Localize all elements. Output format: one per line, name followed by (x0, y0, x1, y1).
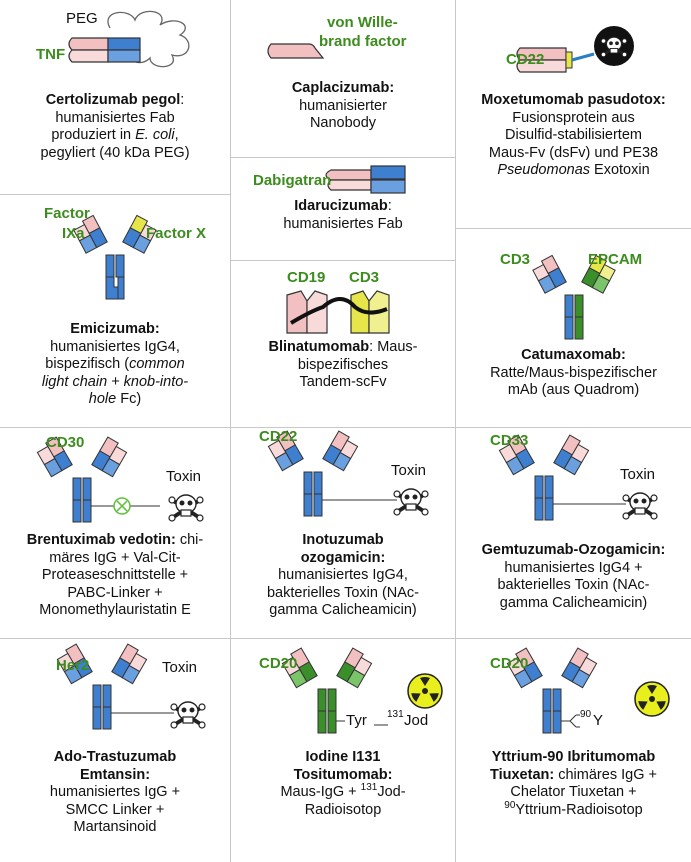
grid-line-h3 (0, 638, 691, 639)
cell-emicizumab: Factor IXa Factor X Emicizumab: humanisi… (0, 195, 230, 427)
tyr-label: Tyr (346, 712, 367, 729)
cell-tositumomab: CD20 Tyr 131 Jod Iodine I131 Tositumomab… (231, 639, 455, 862)
jod-label: Jod (404, 712, 429, 729)
caption-blinatumomab: Blinatumomab: Maus- bispezifisches Tande… (268, 339, 418, 390)
target-cd19: CD19 (287, 269, 326, 286)
caption-tositumomab: Iodine I131 Tositumomab: Maus-IgG + 131J… (280, 749, 406, 818)
target-epcam: EPCAM (588, 251, 643, 268)
toxin-label: Toxin (391, 462, 427, 479)
target-cd20: CD20 (259, 655, 298, 672)
skull-crossbones-icon (621, 491, 659, 521)
moxetumomab-diagram (516, 26, 634, 73)
radiation-icon (634, 681, 670, 717)
caption-catumaxomab: Catumaxomab: Ratte/Maus-bispezifischer m… (490, 347, 657, 398)
target-cd22: CD22 (259, 428, 298, 445)
gemtuzumab-diagram (496, 434, 659, 521)
target-vwf-1: von Wille- (327, 14, 398, 31)
ibritumomab-diagram (504, 647, 670, 734)
toxin-label: Toxin (166, 468, 202, 485)
caption-emicizumab: Emicizumab: humanisiertes IgG4, bispezif… (41, 321, 189, 407)
skull-crossbones-icon (169, 700, 207, 730)
caption-inotuzumab: Inotuzumab ozogamicin: humanisiertes IgG… (266, 532, 420, 618)
caption-brentuximab: Brentuximab vedotin: chi- märes IgG + Va… (26, 532, 204, 618)
target-cd30: CD30 (46, 434, 85, 451)
peg-label: PEG (66, 10, 98, 27)
inotuzumab-diagram (265, 430, 430, 517)
cell-moxetumomab: CD22 Moxetumomab pasudotox: Fusionsprote… (456, 0, 691, 228)
caption-moxetumomab: Moxetumomab pasudotox: Fusionsprotein au… (481, 92, 666, 178)
grid-line-v2 (455, 0, 456, 862)
brentuximab-diagram (34, 436, 205, 523)
target-dabigatran: Dabigatran (253, 172, 332, 189)
target-vwf-2: brand factor (319, 33, 407, 50)
toxin-label: Toxin (620, 466, 656, 483)
drug-name: Certolizumab pegol (45, 92, 181, 108)
grid-line-h-mid1 (230, 157, 455, 158)
target-cd33: CD33 (490, 432, 529, 449)
certolizumab-diagram (68, 10, 190, 68)
target-cd3: CD3 (500, 251, 531, 268)
idarucizumab-diagram (325, 165, 406, 194)
target-factor-ixa-2: IXa (62, 225, 85, 242)
caption-certolizumab: Certolizumab pegol: humanisiertes Fab pr… (40, 92, 190, 161)
trastuzumab-diagram (54, 643, 207, 730)
grid-line-v1 (230, 0, 231, 862)
emicizumab-diagram (73, 214, 157, 300)
toxin-label: Toxin (162, 659, 198, 676)
caplacizumab-diagram (267, 43, 325, 59)
target-factor-ixa-1: Factor (44, 205, 90, 222)
target-cd22: CD22 (506, 51, 545, 68)
caption-idarucizumab: Idarucizumab: humanisiertes Fab (283, 198, 403, 232)
blinatumomab-diagram (286, 290, 390, 334)
skull-crossbones-icon (392, 487, 430, 517)
cell-idarucizumab: Dabigatran Idarucizumab: humanisiertes F… (231, 158, 455, 260)
cell-ibritumomab: CD20 90 Y Yttrium-90 Ibritumomab Tiuxeta… (456, 639, 691, 862)
cell-inotuzumab: CD22 Toxin Inotuzumab ozogamicin: humani… (231, 428, 455, 638)
target-her2: Her2 (56, 657, 90, 674)
cell-gemtuzumab: CD33 Toxin Gemtuzumab-Ozogamicin: humani… (456, 428, 691, 638)
target-cd3: CD3 (349, 269, 380, 286)
grid-line-h-right1 (455, 228, 691, 229)
isotope-131-label: 131 (387, 709, 404, 720)
radiation-icon (407, 673, 443, 709)
grid-line-h-left1 (0, 194, 230, 195)
caption-gemtuzumab: Gemtuzumab-Ozogamicin: humanisiertes IgG… (481, 542, 666, 611)
target-tnf: TNF (36, 46, 66, 63)
grid-line-h-mid2 (230, 260, 455, 261)
skull-crossbones-icon (167, 493, 205, 523)
grid-line-h2 (0, 427, 691, 428)
caption-trastuzumab: Ado-Trastuzumab Emtansin: humanisiertes … (49, 749, 181, 835)
cell-certolizumab: PEG TNF Certolizumab pegol: humanisierte… (0, 0, 230, 194)
isotope-90-label: 90 (580, 709, 592, 720)
cell-brentuximab: CD30 Toxin Brentuximab vedotin: chi- mär… (0, 428, 230, 638)
caption-ibritumomab: Yttrium-90 Ibritumomab Tiuxetan: chimäre… (490, 749, 657, 818)
cell-caplacizumab: von Wille- brand factor Caplacizumab: hu… (231, 0, 455, 157)
caption-caplacizumab: Caplacizumab: humanisierter Nanobody (291, 80, 395, 131)
catumaxomab-diagram (532, 254, 616, 340)
cell-trastuzumab: Her2 Toxin Ado-Trastuzumab Emtansin: hum… (0, 639, 230, 862)
target-factor-x: Factor X (146, 225, 207, 242)
cell-blinatumomab: CD19 CD3 Blinatumomab: Maus- bispezifisc… (231, 261, 455, 427)
target-cd20: CD20 (490, 655, 529, 672)
tositumomab-diagram (281, 647, 443, 734)
cell-catumaxomab: CD3 EPCAM Catumaxomab: Ratte/Maus-bispez… (456, 229, 691, 427)
yttrium-label: Y (593, 712, 604, 729)
